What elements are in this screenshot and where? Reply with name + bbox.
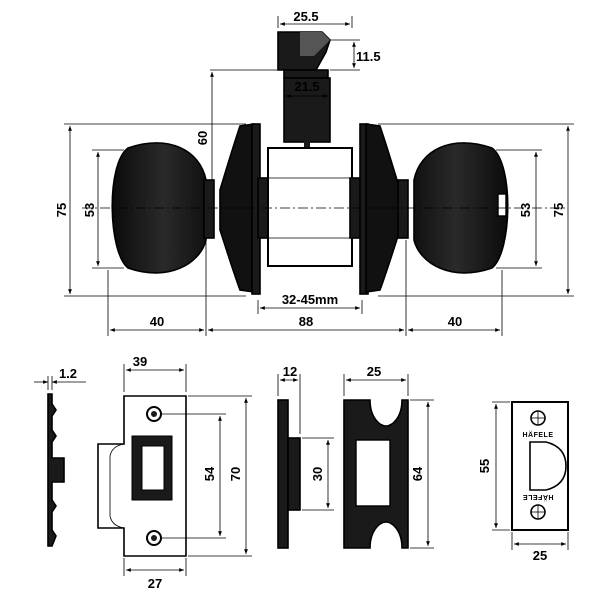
dim-latch-width-top: 25.5	[293, 9, 318, 24]
dim-latch-body-height: 60	[195, 131, 210, 145]
faceplate-view: 25 64	[343, 364, 434, 549]
dim-strike-bottom-width: 27	[148, 576, 162, 591]
push-button	[497, 193, 507, 217]
dim-knob-inner-right: 53	[518, 203, 533, 217]
latch-hole	[529, 441, 567, 491]
dim-latch-body-width: 21.5	[294, 79, 319, 94]
latch-face-plate	[277, 399, 289, 549]
dim-latch-face-height: 30	[310, 467, 325, 481]
dim-knob-inner-left: 53	[82, 203, 97, 217]
dim-door-thickness: 32-45mm	[282, 292, 338, 307]
dim-brand-plate-width: 25	[533, 548, 547, 563]
latch-tongue-bevel	[300, 32, 330, 56]
faceplate-opening	[355, 439, 391, 507]
latch-dimensions: 25.5 11.5 21.5 60	[195, 9, 381, 206]
brand-logo-top: HÄFELE	[523, 431, 554, 439]
latch-neck	[283, 69, 329, 79]
strike-plate-view: 39 54 70 27	[97, 354, 252, 591]
dim-strike-height: 70	[228, 467, 243, 481]
dim-overall-rose: 88	[299, 314, 313, 329]
lockset-dimensions: 75 53 53 75 32-45mm 40 88 40	[54, 123, 574, 336]
dim-faceplate-width: 25	[367, 364, 381, 379]
left-rose	[219, 123, 255, 293]
latch-face-bolt	[287, 437, 301, 511]
side-plate-view: 1.2	[34, 366, 86, 547]
dim-faceplate-height: 64	[410, 466, 425, 481]
lock-body	[267, 147, 353, 267]
dim-knob-outer-right: 75	[551, 203, 566, 217]
dim-latch-tongue-height: 11.5	[356, 49, 381, 64]
latch-face-view: 12 30	[277, 364, 334, 549]
dim-knob-projection-left: 40	[150, 314, 164, 329]
dim-brand-plate-height: 55	[477, 459, 492, 473]
dim-strike-hole-spacing: 54	[202, 466, 217, 481]
dim-strike-width: 39	[133, 354, 147, 369]
dim-knob-outer-left: 75	[54, 203, 69, 217]
dim-latch-face-width: 12	[283, 364, 297, 379]
side-plate	[47, 393, 65, 547]
dim-side-plate-thickness: 1.2	[59, 366, 77, 381]
lockset-side-view	[82, 123, 566, 295]
brand-logo-bottom: HÄFELE	[523, 493, 554, 501]
brand-plate-view: HÄFELE HÄFELE 55 25	[477, 401, 569, 563]
latch-top-view	[277, 31, 331, 148]
dim-knob-projection-right: 40	[448, 314, 462, 329]
